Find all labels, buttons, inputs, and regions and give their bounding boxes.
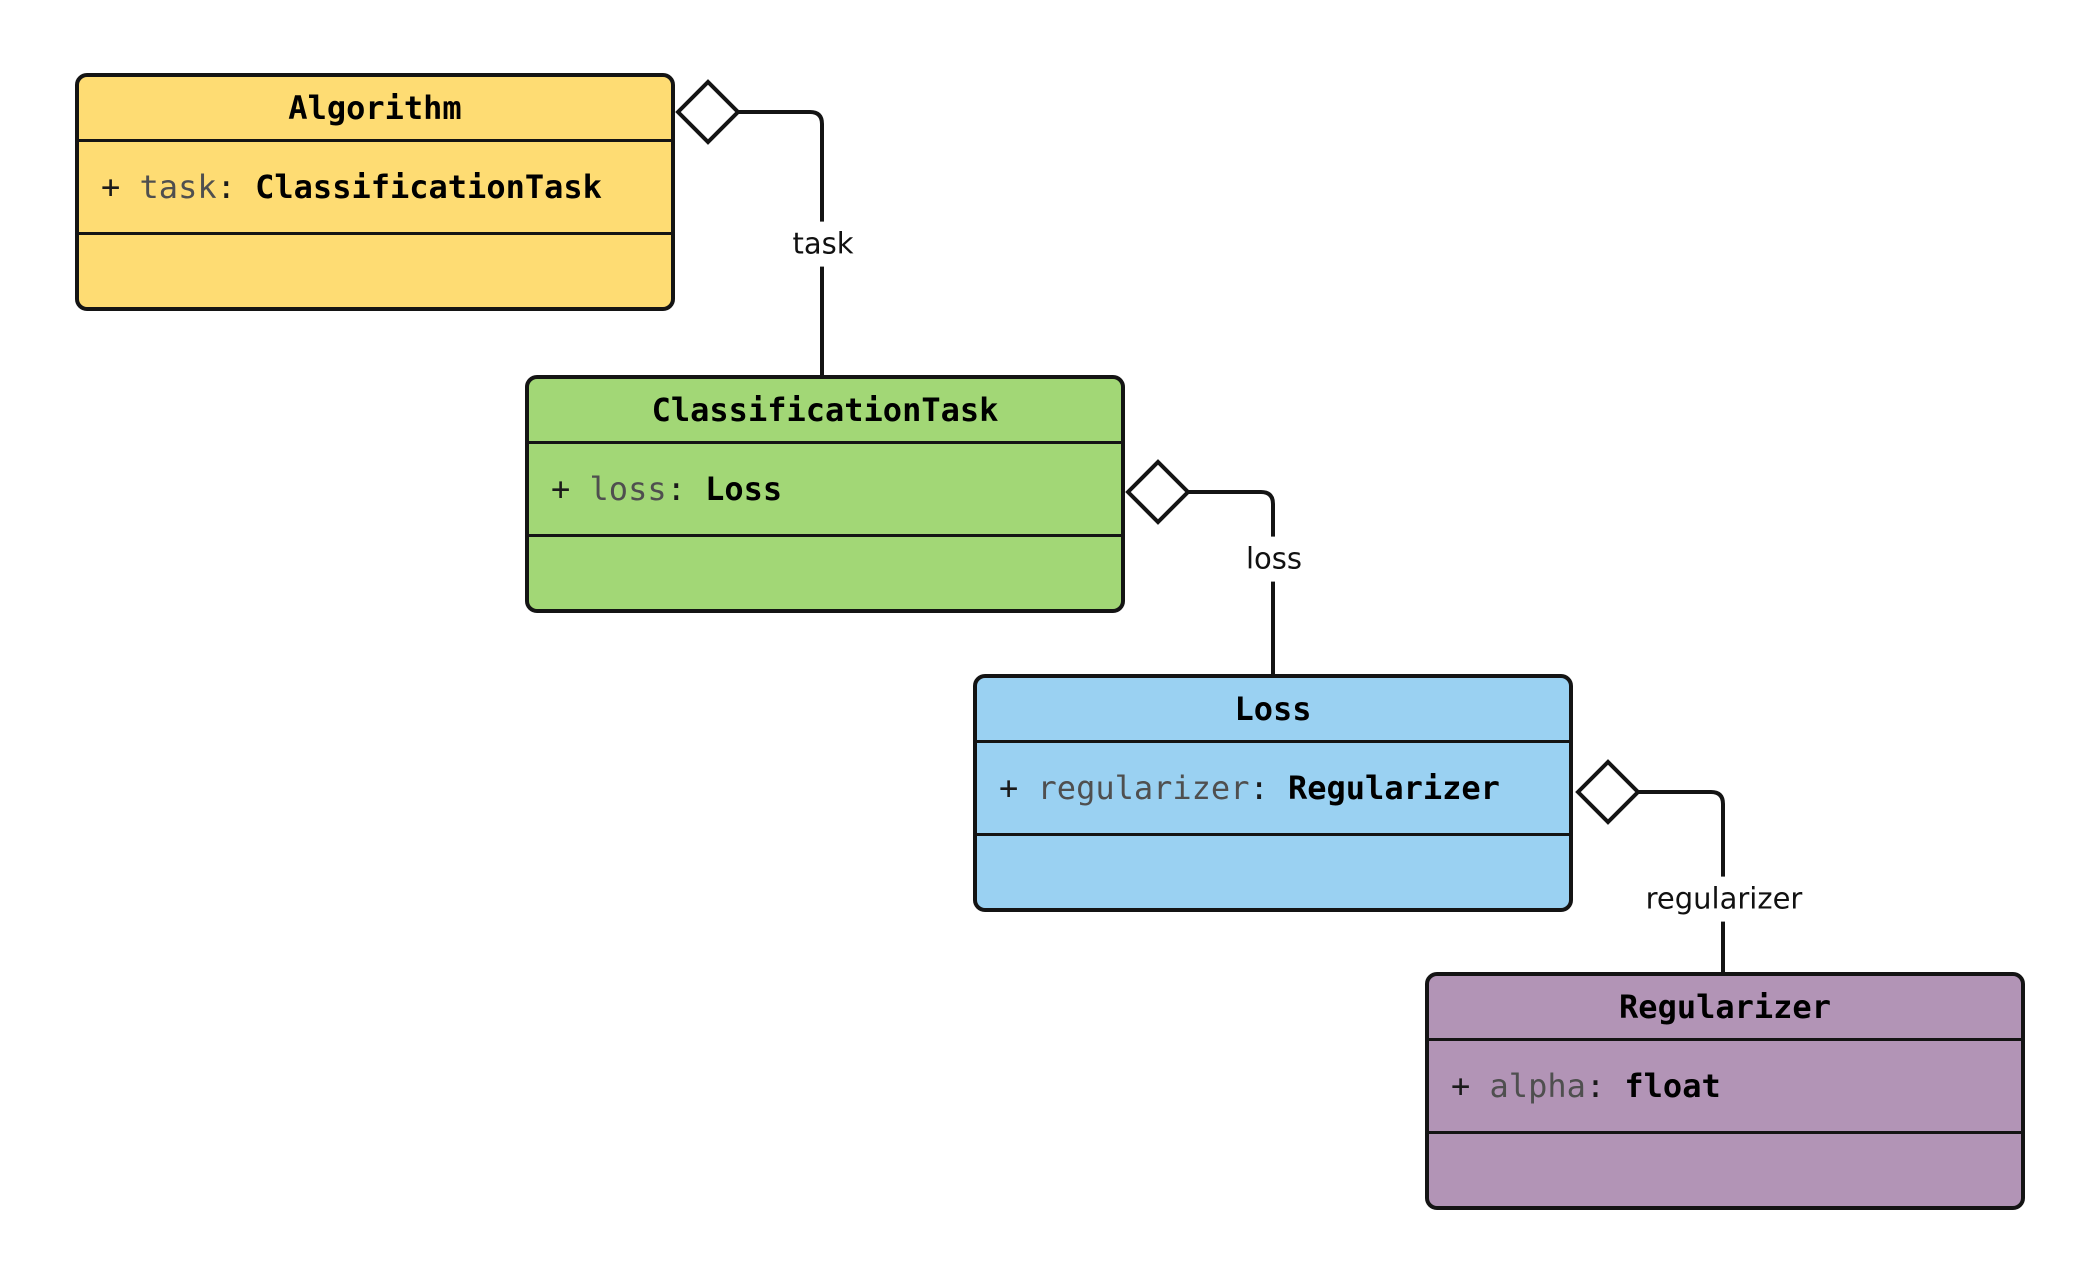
class-methods-empty — [529, 537, 1121, 609]
edge-label-regularizer: regularizer — [1638, 876, 1810, 922]
attr-visibility: + — [1451, 1067, 1490, 1105]
attr-colon: : — [666, 470, 706, 508]
attr-colon: : — [1585, 1067, 1625, 1105]
class-attribute-row: + alpha : float — [1429, 1041, 2021, 1134]
class-box-regularizer: Regularizer + alpha : float — [1425, 972, 2025, 1210]
aggregation-diamond-task-icon — [675, 79, 741, 145]
class-title: Loss — [977, 678, 1569, 743]
edge-regularizer-line — [1638, 790, 1725, 972]
class-methods-empty — [1429, 1134, 2021, 1206]
attr-type: Loss — [705, 470, 783, 508]
aggregation-diamond-regularizer-icon — [1575, 759, 1641, 825]
attr-name: loss — [589, 470, 667, 508]
attr-colon: : — [1249, 769, 1288, 807]
class-methods-empty — [79, 235, 671, 307]
edge-label-loss: loss — [1238, 536, 1310, 582]
attr-type: Regularizer — [1287, 769, 1500, 807]
attr-name: alpha — [1489, 1067, 1586, 1105]
edge-label-task: task — [785, 221, 861, 267]
class-title: Algorithm — [79, 77, 671, 142]
attr-name: task — [139, 168, 217, 206]
class-title: ClassificationTask — [529, 379, 1121, 444]
class-attribute-row: + task : ClassificationTask — [79, 142, 671, 235]
edge-loss-line — [1188, 490, 1275, 674]
class-box-algorithm: Algorithm + task : ClassificationTask — [75, 73, 675, 311]
attr-name: regularizer — [1037, 769, 1250, 807]
attr-type: float — [1624, 1067, 1721, 1105]
class-methods-empty — [977, 836, 1569, 908]
attr-visibility: + — [101, 168, 140, 206]
attr-visibility: + — [551, 470, 590, 508]
class-attribute-row: + regularizer : Regularizer — [977, 743, 1569, 836]
attr-colon: : — [216, 168, 256, 206]
attr-visibility: + — [999, 769, 1038, 807]
class-box-classificationtask: ClassificationTask + loss : Loss — [525, 375, 1125, 613]
class-attribute-row: + loss : Loss — [529, 444, 1121, 537]
attr-type: ClassificationTask — [255, 168, 602, 206]
edge-task-line — [738, 110, 824, 375]
class-box-loss: Loss + regularizer : Regularizer — [973, 674, 1573, 912]
class-title: Regularizer — [1429, 976, 2021, 1041]
aggregation-diamond-loss-icon — [1125, 459, 1191, 525]
